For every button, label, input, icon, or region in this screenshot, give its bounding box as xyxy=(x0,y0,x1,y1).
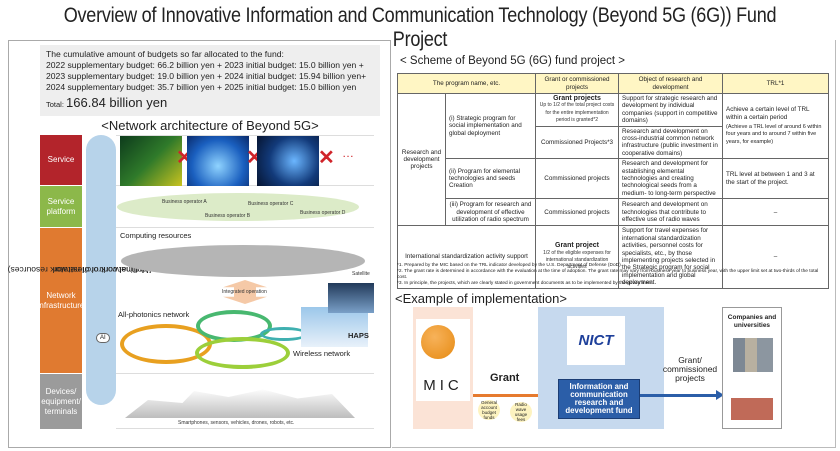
scheme-title: < Scheme of Beyond 5G (6G) fund project … xyxy=(400,55,626,67)
architecture-title: <Network architecture of Beyond 5G> xyxy=(101,118,319,133)
header-trl: TRL*1 xyxy=(722,73,829,94)
object-cell: Research and development on technologies… xyxy=(618,198,723,227)
network-image xyxy=(187,136,249,186)
ai-head-image xyxy=(257,136,319,186)
trl-cell: – xyxy=(722,225,829,289)
footnote: *1. Prepared by the MIC based on the TRL… xyxy=(397,263,623,268)
operator-b: Business operator B xyxy=(205,213,251,219)
grant-label: Grant project xyxy=(555,242,599,250)
program-1: (i) Strategic program for social impleme… xyxy=(445,92,536,160)
cross-icon: ✕ xyxy=(318,147,335,169)
grant-note: Up to 1/2 of the total project costs for… xyxy=(539,102,615,124)
layer-service: Service xyxy=(40,135,82,185)
integrated-label: Integrated operation xyxy=(222,289,267,295)
object-cell: Support for strategic research and devel… xyxy=(618,93,723,127)
companies-label: Companies and universities xyxy=(727,314,777,329)
computing-ellipse xyxy=(121,245,365,277)
budget-box: The cumulative amount of budgets so far … xyxy=(40,45,380,116)
operator-a: Business operator A xyxy=(162,199,207,205)
multinetwork-orchestrator: Multinetwork orchestrator(Function of op… xyxy=(8,135,194,405)
header-object: Object of research and development xyxy=(618,73,723,94)
mic-box: MIC xyxy=(413,307,473,429)
program-4: International standardization activity s… xyxy=(397,225,536,289)
trl-cell: TRL level at between 1 and 3 at the star… xyxy=(722,158,829,200)
left-panel xyxy=(8,40,391,448)
footnotes: *1. Prepared by the MIC based on the TRL… xyxy=(397,263,829,287)
satellite-label: Satellite xyxy=(352,271,370,277)
program-2: (ii) Program for elemental technologies … xyxy=(445,158,536,200)
devices-caption: Smartphones, sensors, vehicles, drones, … xyxy=(178,420,295,426)
program-3: (iii) Program for research and developme… xyxy=(445,198,536,227)
object-cell: Support for travel expenses for internat… xyxy=(618,225,723,289)
budget-line: 2024 supplementary budget: 35.7 billion … xyxy=(46,82,357,92)
rd-fund-box: Information and communication research a… xyxy=(558,379,640,419)
object-cell: Research and development on cross-indust… xyxy=(618,125,723,160)
photonics-label: All-photonics network xyxy=(118,310,190,319)
trl-text: Achieve a certain level of TRL within a … xyxy=(726,106,810,121)
university-icon xyxy=(731,398,773,420)
photonic-ring xyxy=(195,337,290,369)
right-panel xyxy=(392,40,836,448)
footnote: *3. In principle, the projects, which ar… xyxy=(397,281,654,286)
projects-arrow xyxy=(640,394,718,397)
scheme-table: The program name, etc.Grant or commissio… xyxy=(397,73,829,289)
grant-label: Grant projects xyxy=(553,95,601,102)
office-buildings-icon xyxy=(733,338,773,372)
grant-arrow-label: Grant xyxy=(490,372,520,384)
finance-image xyxy=(120,136,182,186)
type-cell: Commissioned projects xyxy=(535,158,619,200)
object-cell: Research and development for establishin… xyxy=(618,158,723,200)
footnote: *2. The grant rate is determined in acco… xyxy=(397,269,819,280)
mic-label: MIC xyxy=(423,377,463,394)
budget-line: 2023 supplementary budget: 19.0 billion … xyxy=(46,71,367,81)
total-value: 166.84 billion yen xyxy=(66,95,168,110)
radio-wave-fees: Radio wave usage fees xyxy=(510,402,532,422)
haps-label: HAPS xyxy=(348,331,369,340)
header-type: Grant or commissioned projects xyxy=(535,73,619,94)
haps-image xyxy=(301,307,368,347)
arrow-head xyxy=(716,390,724,400)
operator-c: Business operator C xyxy=(248,201,294,207)
layer-service-platform: Service platform xyxy=(40,186,82,227)
header-program: The program name, etc. xyxy=(397,73,536,94)
ai-icon: AI xyxy=(96,333,110,343)
ellipsis: … xyxy=(342,146,354,160)
companies-box: Companies and universities xyxy=(722,307,782,429)
platform-ellipse xyxy=(117,193,359,221)
trl-cell: Achieve a certain level of TRL within a … xyxy=(722,92,829,160)
budget-total: Total: 166.84 billion yen xyxy=(46,95,374,110)
type-cell: Commissioned Projects*3 xyxy=(535,125,619,160)
computing-label: Computing resources xyxy=(120,231,192,240)
nict-logo: NICT xyxy=(567,316,625,365)
mic-logo: MIC xyxy=(416,319,470,401)
total-label: Total: xyxy=(46,100,64,109)
budget-intro: The cumulative amount of budgets so far … xyxy=(46,49,284,59)
trl-note: (Achieve a TRL level of around 6 within … xyxy=(726,123,822,145)
grant-arrow xyxy=(473,394,551,397)
mic-logo-sphere xyxy=(421,325,455,359)
example-title: <Example of implementation> xyxy=(395,291,567,306)
layer-network-infrastructure: Network infrastructure xyxy=(38,228,84,373)
trl-cell: – xyxy=(722,198,829,227)
wireless-label: Wireless network xyxy=(293,349,351,358)
rd-projects-label: Research and development projects xyxy=(397,92,446,227)
type-cell: Commissioned projects xyxy=(535,198,619,227)
layer-devices: Devices/ equipment/ terminals xyxy=(40,374,82,429)
operator-d: Business operator D xyxy=(300,210,346,216)
general-account-funds: General account budget funds xyxy=(478,400,500,420)
page-title: Overview of Innovative Information and C… xyxy=(63,4,777,51)
satellite-image xyxy=(328,283,374,313)
grant-commissioned-label: Grant/ commissioned projects xyxy=(662,355,718,383)
budget-line: 2022 supplementary budget: 66.2 billion … xyxy=(46,60,364,70)
grant-note: 1/2 of the eligible expenses for interna… xyxy=(543,249,611,271)
